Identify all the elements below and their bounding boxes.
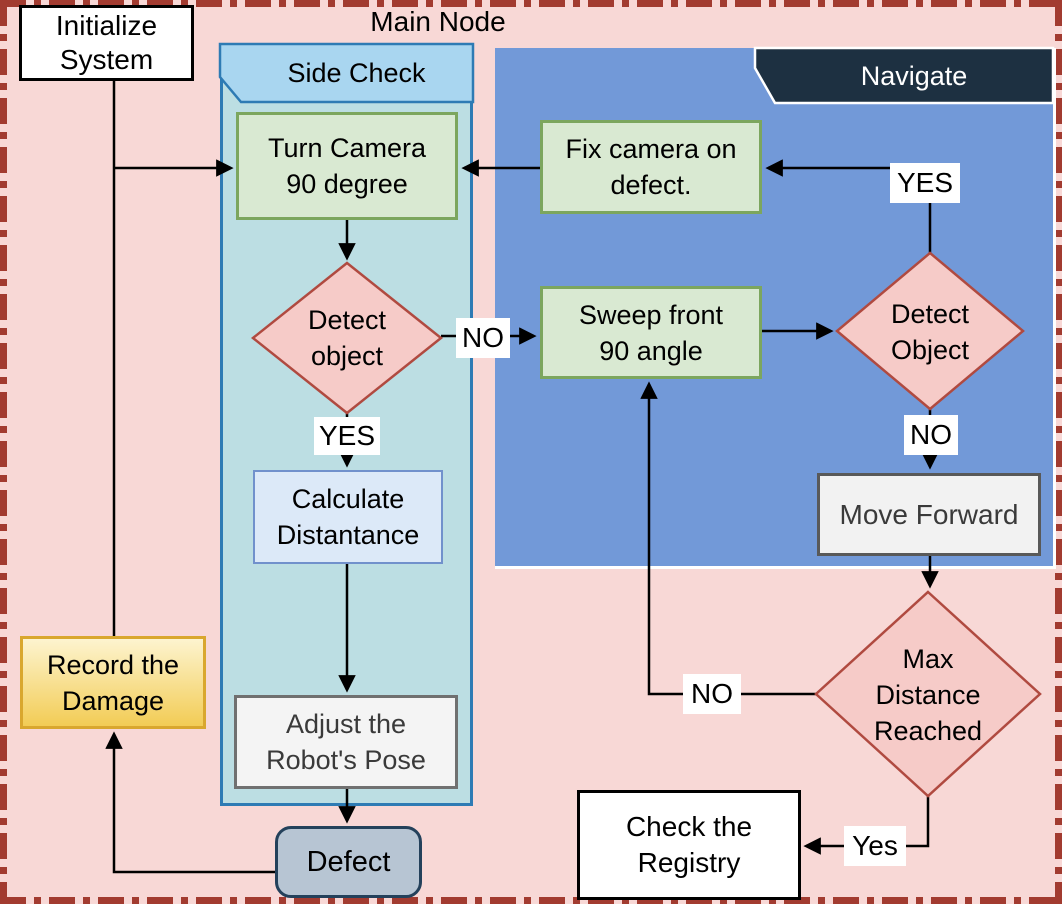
- node-line: Robot's Pose: [266, 745, 426, 775]
- node-line: Adjust the: [285, 709, 407, 739]
- edge-label-max-yes: Yes: [844, 826, 906, 866]
- node-detect-object-nav-label: Detect Object: [860, 294, 1000, 370]
- node-initialize-system: Initialize System: [19, 5, 194, 81]
- node-line: Check the: [625, 811, 753, 842]
- edge-defect-to-record: [105, 731, 275, 874]
- diagram-title: Main Node: [370, 6, 506, 37]
- node-line: Move Forward: [839, 498, 1019, 530]
- frame-border-right: [1055, 0, 1062, 904]
- edge-maxdist-no-to-sweep: [640, 381, 816, 696]
- node-line: Initialize: [55, 10, 158, 41]
- node-check-registry: Check the Registry: [577, 790, 801, 900]
- node-detect-object-side-label: Detect object: [277, 300, 417, 376]
- node-line: Calculate: [291, 484, 405, 514]
- node-line: Sweep front: [578, 299, 724, 330]
- node-line: defect.: [610, 170, 692, 200]
- node-line: Max: [902, 644, 954, 674]
- node-line: object: [310, 341, 384, 371]
- node-sweep-front: Sweep front 90 angle: [540, 286, 762, 379]
- node-line: Distance: [875, 680, 981, 710]
- edge-label-nav-no: NO: [904, 415, 958, 455]
- node-line: 90 angle: [599, 335, 703, 366]
- node-adjust-pose: Adjust the Robot's Pose: [234, 695, 458, 789]
- node-line: Turn Camera: [267, 133, 427, 163]
- edge-label-max-no: NO: [683, 674, 741, 714]
- frame-border-bottom: [0, 897, 1062, 904]
- node-fix-camera: Fix camera on defect.: [540, 120, 762, 214]
- navigate-tab-label: Navigate: [860, 60, 968, 91]
- detect-object-nav-diamond: [835, 251, 1025, 411]
- node-calculate-distance: Calculate Distantance: [253, 470, 443, 564]
- frame-border-top: [0, 0, 1062, 7]
- node-turn-camera: Turn Camera 90 degree: [236, 112, 458, 220]
- node-line: Record the: [46, 649, 180, 680]
- edge-label-nav-yes: YES: [890, 163, 960, 203]
- node-line: Detect: [307, 305, 387, 335]
- node-line: Distantance: [276, 520, 420, 550]
- side-check-tab-label: Side Check: [287, 57, 426, 88]
- node-line: Defect: [306, 846, 391, 878]
- detect-object-side-diamond: [250, 261, 444, 415]
- node-line: Reached: [873, 716, 983, 746]
- node-line: Fix camera on: [565, 134, 737, 164]
- navigate-tab: [753, 46, 1055, 105]
- edge-label-side-yes: YES: [314, 417, 380, 455]
- node-move-forward: Move Forward: [817, 473, 1041, 556]
- node-defect: Defect: [275, 826, 422, 898]
- node-line: System: [59, 44, 154, 75]
- node-line: 90 degree: [286, 169, 408, 199]
- frame-border-left: [0, 0, 7, 904]
- max-distance-diamond: [814, 590, 1042, 798]
- node-line: Object: [890, 335, 970, 365]
- node-line: Detect: [890, 299, 970, 329]
- node-max-distance-label: Max Distance Reached: [858, 640, 998, 750]
- node-line: Damage: [61, 685, 165, 716]
- node-line: Registry: [637, 847, 741, 878]
- edge-label-side-no: NO: [456, 318, 510, 358]
- side-check-tab: [218, 42, 475, 104]
- node-record-damage: Record the Damage: [20, 636, 206, 729]
